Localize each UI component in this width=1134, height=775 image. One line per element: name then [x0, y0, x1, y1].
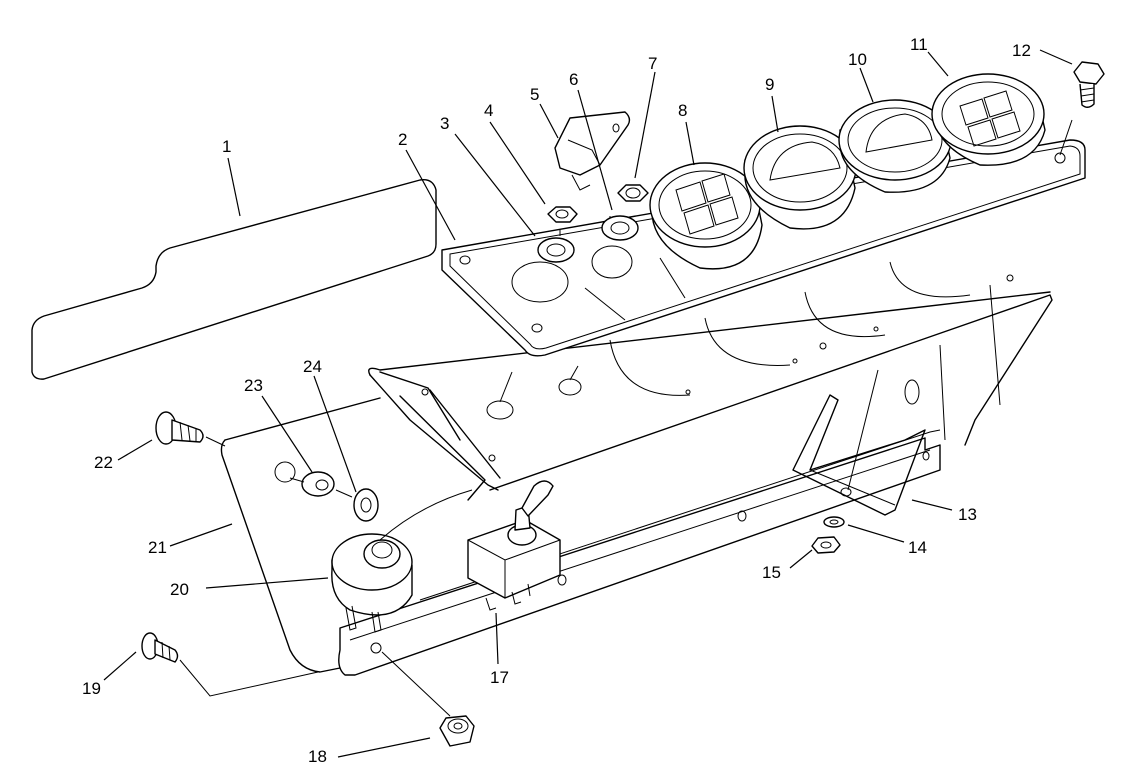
bolt-12: [1059, 61, 1105, 156]
callout-12: 12: [1012, 41, 1031, 60]
callout-20: 20: [170, 580, 189, 599]
callout-18: 18: [308, 747, 327, 766]
callout-6: 6: [569, 70, 578, 89]
callout-7: 7: [648, 54, 657, 73]
hour-meter-8: [649, 162, 763, 270]
decal-part: [31, 179, 437, 380]
callout-2: 2: [398, 130, 407, 149]
callout-labels: 1 2 3 4 5 6 7 8 9 10 11 12 13 14 15 17 1…: [82, 35, 1031, 766]
nut-15: [811, 536, 841, 554]
rotary-switch-20: [331, 489, 473, 633]
control-panel: [441, 139, 1086, 357]
callout-4: 4: [484, 101, 493, 120]
callout-21: 21: [148, 538, 167, 557]
key-switch-5: [554, 111, 631, 191]
bracket-13: [792, 369, 926, 516]
callout-3: 3: [440, 114, 449, 133]
callout-19: 19: [82, 679, 101, 698]
callout-17: 17: [490, 668, 509, 687]
washer-23: [301, 471, 335, 497]
nut-18: [381, 651, 475, 747]
callout-15: 15: [762, 563, 781, 582]
callout-11: 11: [910, 35, 928, 54]
washer-14: [823, 516, 845, 528]
callout-14: 14: [908, 538, 927, 557]
gauge-9: [743, 125, 857, 230]
lock-washer-6: [601, 215, 639, 241]
callout-10: 10: [848, 50, 867, 69]
gauge-11: [931, 73, 1046, 166]
side-plate: [220, 395, 941, 676]
nut-7: [617, 184, 649, 202]
callout-13: 13: [958, 505, 977, 524]
screw-22: [155, 411, 226, 447]
callout-23: 23: [244, 376, 263, 395]
screw-19: [141, 632, 319, 697]
callout-24: 24: [303, 357, 322, 376]
callout-9: 9: [765, 75, 774, 94]
housing-channel: [368, 261, 1053, 491]
callout-1: 1: [222, 137, 231, 156]
leader-lines: [103, 49, 1073, 758]
toggle-switch-17: [467, 480, 561, 611]
nut-4: [547, 206, 578, 223]
lock-washer-24: [289, 477, 379, 522]
callout-5: 5: [530, 85, 539, 104]
callout-8: 8: [678, 101, 687, 120]
callout-22: 22: [94, 453, 113, 472]
gauge-10: [838, 99, 952, 193]
